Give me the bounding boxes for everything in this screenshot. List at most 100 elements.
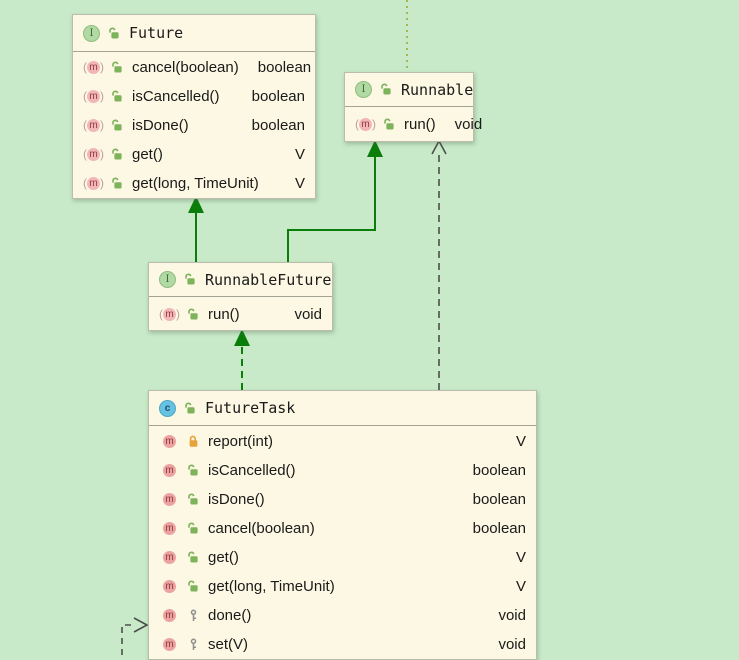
interface-icon: I: [355, 81, 372, 98]
protected-visibility-icon: [187, 609, 200, 622]
abstract-method-icon: (m): [83, 147, 104, 161]
interface-icon: I: [159, 271, 176, 288]
member-name: report(int): [208, 433, 274, 450]
method-icon: (m): [159, 551, 180, 564]
member-list: (m)run()void: [149, 297, 332, 330]
member-list: (m) run() void: [345, 107, 482, 141]
public-visibility-icon: [111, 90, 124, 103]
member-name: isCancelled(): [208, 462, 296, 479]
member-return-type: void: [294, 305, 322, 323]
node-title: Runnable: [401, 80, 474, 99]
protected-visibility-icon: [187, 638, 200, 651]
arrowhead-triangle-futuretask-implements-runnablefuture: [234, 329, 250, 346]
member-return-type: boolean: [472, 520, 526, 537]
member-row[interactable]: (m) cancel(boolean) boolean: [149, 514, 536, 543]
node-future[interactable]: I Future (m) cancel(boolean) boolean (m) isC…: [72, 14, 316, 199]
public-visibility-icon: [187, 493, 200, 506]
public-visibility-icon: [111, 148, 124, 161]
member-return-type: void: [454, 116, 483, 133]
method-icon: (m): [159, 609, 180, 622]
member-name: cancel(boolean): [208, 520, 315, 537]
node-header-runnable-future[interactable]: I RunnableFuture: [149, 263, 332, 297]
edge-offscreen-dependency-futuretask: [121, 624, 136, 655]
member-row[interactable]: (m) get() V: [149, 543, 536, 572]
member-return-type: V: [515, 578, 526, 595]
member-row[interactable]: (m)run()void: [149, 298, 332, 330]
member-row[interactable]: (m) report(int) V: [149, 427, 536, 456]
member-name: get(): [132, 146, 163, 163]
member-name: cancel(boolean): [132, 59, 239, 76]
member-return-type: boolean: [251, 88, 305, 105]
class-icon: c: [159, 399, 176, 417]
node-header-future[interactable]: I Future: [73, 15, 315, 52]
node-runnable[interactable]: I Runnable (m) run() void: [344, 72, 482, 142]
member-return-type: void: [498, 607, 526, 624]
method-icon: (m): [159, 435, 180, 448]
member-name: get(long, TimeUnit): [132, 175, 259, 192]
public-visibility-icon: [187, 308, 200, 321]
member-row[interactable]: (m) isCancelled() boolean: [73, 82, 315, 111]
abstract-method-icon: (m): [83, 60, 104, 74]
abstract-method-icon: (m): [355, 117, 376, 131]
member-name: isCancelled(): [132, 88, 220, 105]
node-title: Future: [129, 24, 184, 42]
public-visibility-icon: [187, 464, 200, 477]
method-icon: (m): [159, 638, 180, 651]
member-return-type: V: [294, 175, 305, 192]
node-title: RunnableFuture: [205, 270, 332, 289]
member-row[interactable]: (m) run() void: [345, 108, 482, 141]
member-list: (m) cancel(boolean) boolean (m) isCancelled(…: [73, 52, 315, 198]
node-header-runnable[interactable]: I Runnable: [345, 73, 473, 107]
member-return-type: boolean: [472, 491, 526, 508]
node-future-task[interactable]: c FutureTask (m) report(int) V (m) isCancell…: [148, 390, 537, 660]
member-return-type: boolean: [257, 59, 312, 76]
arrowhead-chevron-offscreen-dependency-futuretask: [133, 617, 149, 633]
public-visibility-icon: [187, 551, 200, 564]
public-visibility-icon: [111, 177, 124, 190]
member-return-type: boolean: [251, 117, 305, 134]
member-name: run(): [404, 116, 436, 133]
abstract-method-icon: (m): [83, 89, 104, 103]
member-row[interactable]: (m) get() V: [73, 140, 315, 169]
member-row[interactable]: (m) get(long, TimeUnit) V: [73, 169, 315, 198]
public-visibility-icon: [111, 119, 124, 132]
member-row[interactable]: (m) set(V) void: [149, 630, 536, 659]
private-visibility-icon: [187, 435, 200, 448]
member-return-type: void: [498, 636, 526, 653]
member-list: (m)report(int)V(m)isCancelled()boolean(m…: [149, 426, 536, 659]
member-row[interactable]: (m) isCancelled() boolean: [149, 456, 536, 485]
node-header-future-task[interactable]: c FutureTask: [149, 391, 536, 426]
public-visibility-icon: [187, 580, 200, 593]
method-icon: (m): [159, 580, 180, 593]
public-visibility-icon: [184, 402, 197, 415]
member-row[interactable]: (m)done()void: [149, 601, 536, 630]
member-row[interactable]: (m)isDone()boolean: [149, 485, 536, 514]
member-row[interactable]: (m) cancel(boolean) boolean: [73, 53, 315, 82]
public-visibility-icon: [108, 27, 121, 40]
arrowhead-triangle-runnablefuture-extends-runnable: [367, 140, 383, 157]
node-runnable-future[interactable]: I RunnableFuture (m)run()void: [148, 262, 333, 331]
public-visibility-icon: [187, 522, 200, 535]
member-return-type: boolean: [472, 462, 526, 479]
member-return-type: V: [515, 433, 526, 450]
method-icon: (m): [159, 464, 180, 477]
abstract-method-icon: (m): [83, 176, 104, 190]
node-title: FutureTask: [205, 399, 296, 417]
public-visibility-icon: [184, 273, 197, 286]
interface-icon: I: [83, 24, 100, 42]
member-name: isDone(): [132, 117, 189, 134]
method-icon: (m): [159, 522, 180, 535]
arrowhead-triangle-runnablefuture-extends-future: [188, 196, 204, 213]
public-visibility-icon: [380, 83, 393, 96]
member-row[interactable]: (m)get(long, TimeUnit)V: [149, 572, 536, 601]
member-return-type: V: [515, 549, 526, 566]
edge-runnablefuture-extends-runnable: [287, 157, 376, 262]
member-row[interactable]: (m) isDone() boolean: [73, 111, 315, 140]
member-name: get(): [208, 549, 239, 566]
member-name: set(V): [208, 636, 249, 653]
member-return-type: V: [294, 146, 305, 163]
public-visibility-icon: [111, 61, 124, 74]
abstract-method-icon: (m): [83, 118, 104, 132]
